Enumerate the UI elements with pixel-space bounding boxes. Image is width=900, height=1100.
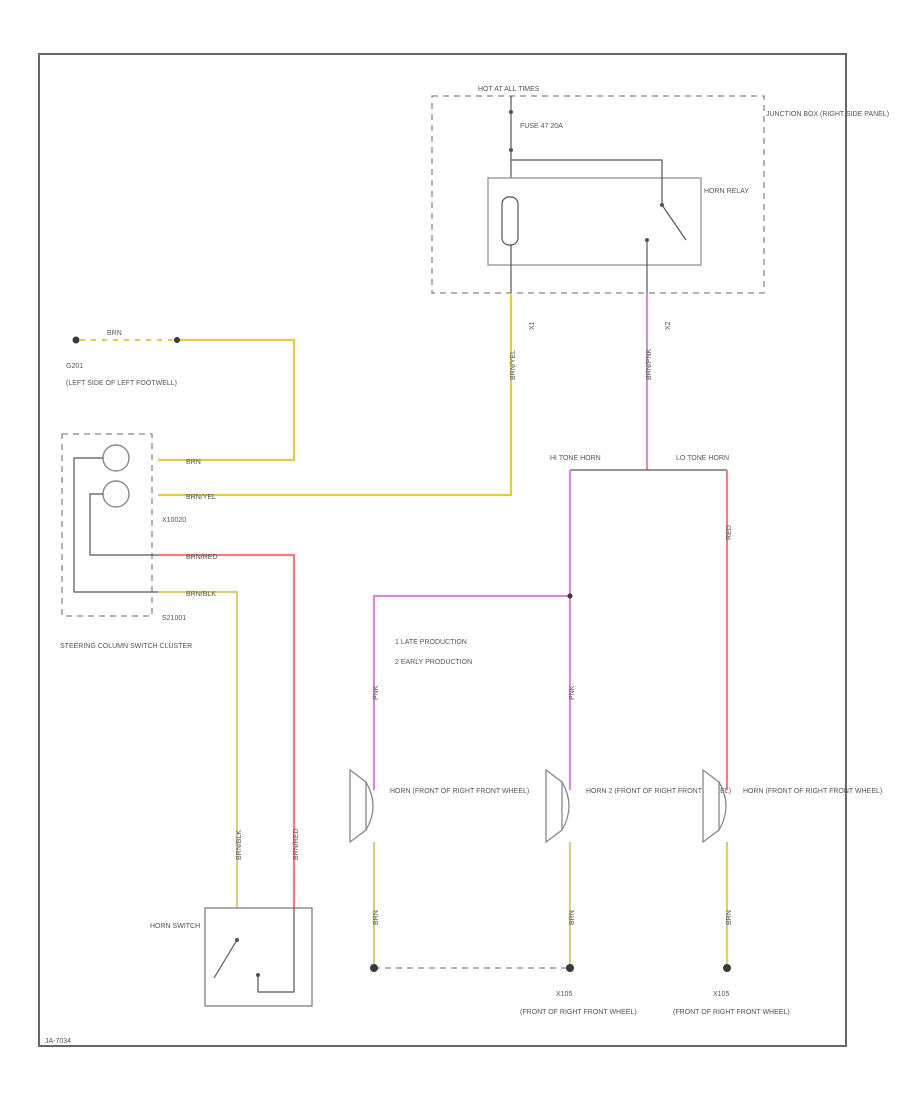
cluster-internal-wire-2 — [73, 457, 158, 593]
horn-3-bell-icon — [718, 781, 727, 831]
ground-2-location: (FRONT OF RIGHT FRONT WHEEL) — [673, 1009, 790, 1016]
relay-terminal-tag-a: X1 — [529, 321, 536, 330]
wire-horn2-ground-tag: BRN — [569, 910, 576, 925]
horn-3-label: HORN (FRONT OF RIGHT FRONT WHEEL) — [743, 788, 882, 795]
wire-horn3-ground-tag: BRN — [726, 910, 733, 925]
ground-g201-wire-tag: BRN — [107, 330, 122, 337]
junction-box-boundary — [431, 95, 765, 294]
ground-2-tag: X105 — [713, 991, 729, 998]
horn-2-bell-icon — [561, 781, 570, 831]
wire-brn-red — [158, 553, 296, 908]
splice-hi-tone-label: HI TONE HORN — [550, 455, 601, 462]
wire-brn-blk — [158, 590, 239, 908]
wire-brn — [158, 338, 296, 462]
junction-box-location-label: JUNCTION BOX (RIGHT SIDE PANEL) — [766, 111, 889, 118]
horn-switch-body — [204, 907, 313, 1007]
wire-horn1-ground-tag: BRN — [373, 910, 380, 925]
relay-switch-feed — [511, 159, 663, 205]
wire-brn-tag: BRN — [186, 459, 201, 466]
horn-3-icon — [702, 768, 720, 844]
fuse-terminal-bottom — [509, 148, 513, 152]
fuse-terminal-top — [509, 110, 513, 114]
horn-1-bell-icon — [365, 781, 374, 831]
relay-switch-pivot — [660, 203, 664, 207]
horn-relay-label: HORN RELAY — [704, 188, 749, 195]
horn-2-label: HORN 2 (FRONT OF RIGHT FRONT WHEEL) — [586, 788, 731, 795]
diagram-code: JA-7034 — [45, 1038, 71, 1045]
horn-switch-label: HORN SWITCH — [150, 923, 200, 930]
wire-brn-blk-vertical-tag: BRN/BLK — [236, 830, 243, 860]
horn-switch-contact — [213, 939, 238, 979]
relay-switch-contact — [661, 204, 687, 241]
splice-lo-tone-label: LO TONE HORN — [676, 455, 729, 462]
horn-switch-return — [257, 908, 295, 993]
ground-g201-tag: G201 — [66, 363, 83, 370]
cluster-connector-a: X10020 — [162, 517, 186, 524]
hot-at-all-times-label: HOT AT ALL TIMES — [478, 86, 540, 93]
wire-brn-yel — [158, 293, 513, 497]
wire-brn-yel-vertical-tag: BRN/YEL — [510, 350, 517, 380]
horn-1-label: HORN (FRONT OF RIGHT FRONT WHEEL) — [390, 788, 529, 795]
diagram-frame — [38, 53, 847, 1047]
horn-1-icon — [349, 768, 367, 844]
ground-symbol-horn2 — [566, 964, 574, 972]
legend-item-1: 1 LATE PRODUCTION — [395, 639, 467, 646]
horn-switch-pivot — [235, 938, 239, 942]
horn-relay-body — [487, 177, 702, 266]
steering-column-label: STEERING COLUMN SWITCH CLUSTER — [60, 643, 192, 650]
ground-g201-symbol — [72, 336, 80, 344]
splice-horn-feed — [567, 593, 573, 599]
legend-item-2: 2 EARLY PRODUCTION — [395, 659, 472, 666]
horn-3: HORN (FRONT OF RIGHT FRONT WHEEL) — [702, 768, 882, 844]
wire-brn-red-vertical-tag: BRN/RED — [293, 828, 300, 860]
horn-1: HORN (FRONT OF RIGHT FRONT WHEEL) — [349, 768, 529, 844]
wire-brn-blk-tag: BRN/BLK — [186, 591, 216, 598]
wire-relay-output-tag: BRN/PNK — [646, 349, 653, 380]
cluster-switch-icon-2 — [102, 480, 130, 508]
ground-1-location: (FRONT OF RIGHT FRONT WHEEL) — [520, 1009, 637, 1016]
relay-coil-icon — [501, 196, 519, 246]
ground-1-tag: X105 — [556, 991, 572, 998]
ground-g201-location: (LEFT SIDE OF LEFT FOOTWELL) — [66, 380, 177, 387]
cluster-internal-wire — [89, 493, 158, 556]
horn-2-icon — [545, 768, 563, 844]
wire-horn1-feed — [372, 470, 572, 790]
steering-column-cluster-boundary — [61, 433, 153, 617]
wire-brn-red-tag: BRN/RED — [186, 554, 218, 561]
relay-terminal-tag-b: X2 — [665, 321, 672, 330]
cluster-switch-icon-1 — [102, 444, 130, 472]
wire-horn1-feed-tag: PNK — [373, 685, 380, 700]
ground-symbol-horn3 — [723, 964, 731, 972]
cluster-connector-b: S21001 — [162, 615, 186, 622]
horn-2: HORN 2 (FRONT OF RIGHT FRONT WHEEL) — [545, 768, 731, 844]
ground-symbol-horn1 — [370, 964, 378, 972]
ground-g201-splice — [174, 337, 180, 343]
wire-brn-yel-tag: BRN/YEL — [186, 494, 216, 501]
wire-horn2-feed-tag: PNK — [569, 685, 576, 700]
fuse-label: FUSE 47 20A — [520, 123, 563, 130]
wire-horn3-feed-tag: RED — [726, 525, 733, 540]
